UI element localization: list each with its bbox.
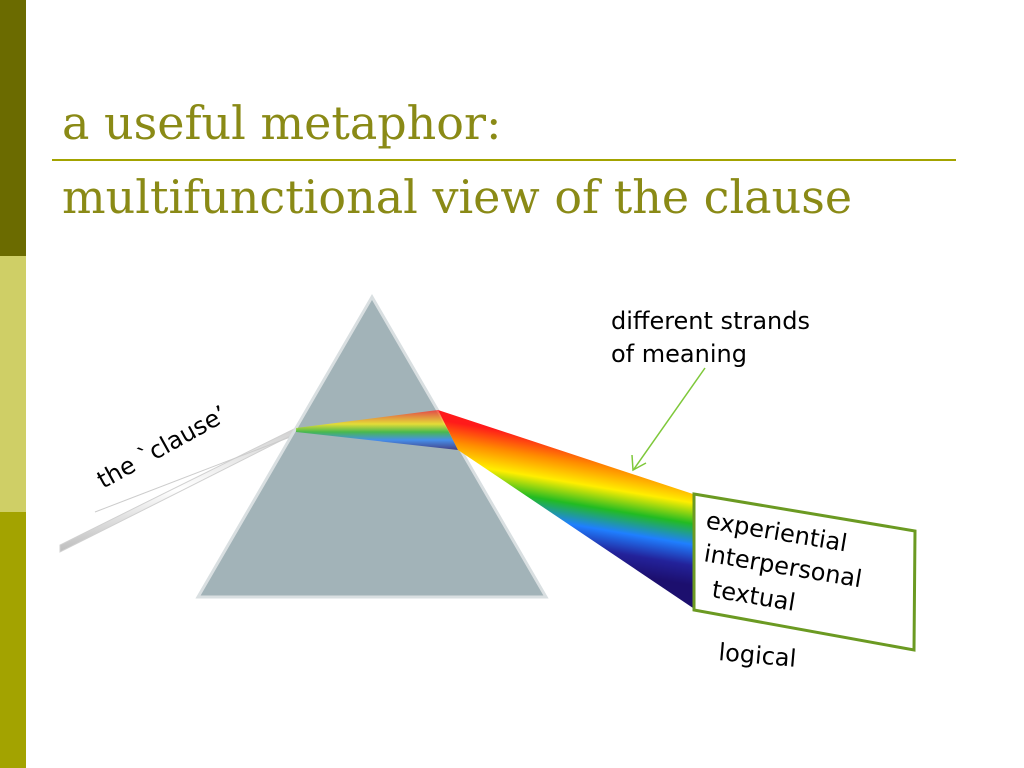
incoming-beam-shadow [94, 433, 299, 513]
left-band-olive [0, 512, 26, 768]
arrowhead-icon [631, 454, 647, 472]
strands-box [692, 492, 917, 652]
title-divider [52, 159, 956, 161]
slide-title-line1: a useful metaphor: [62, 96, 502, 150]
clause-label: the `clause’ [92, 400, 231, 494]
slide-title-line2: multifunctional view of the clause [62, 170, 853, 224]
spectrum-beam [438, 410, 693, 608]
inner-refraction [296, 410, 458, 450]
strands-label-line2: of meaning [611, 340, 747, 368]
label-logical: logical [717, 638, 797, 673]
strands-label-line1: different strands [611, 307, 810, 335]
left-band-dark [0, 0, 26, 256]
left-band-light [0, 256, 26, 512]
arrow-pointer-icon [633, 367, 706, 470]
